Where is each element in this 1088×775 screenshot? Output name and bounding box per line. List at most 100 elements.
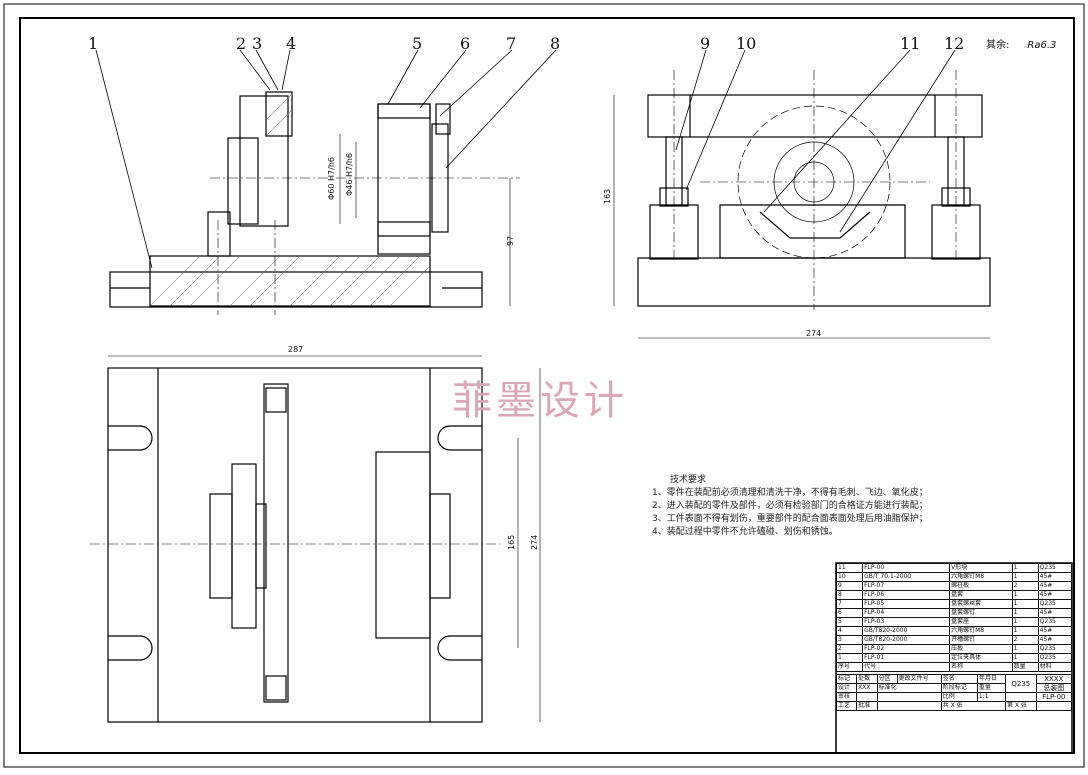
bom-cell-no: 3: [835, 635, 864, 645]
callout-7: 7: [506, 34, 517, 53]
tb-drawing-name: 总装图: [1035, 683, 1073, 693]
plan-base: [107, 367, 483, 723]
tb-review-label: 审核: [835, 692, 858, 702]
bom-cell-qty: 2: [1011, 635, 1039, 645]
slot-br: [437, 635, 482, 661]
tb-zone-label: 分区: [876, 674, 898, 684]
bom-header-row: 序号代号名称数量材料: [835, 662, 1073, 672]
bom-cell-name: 盘套座: [949, 617, 1013, 627]
tb-approve-label: 批准: [856, 701, 878, 711]
bom-cell-no: 2: [835, 644, 864, 654]
bom-cell-name: 开槽螺钉: [949, 635, 1013, 645]
bom-cell-code: FLP-05: [862, 599, 951, 609]
roughness-value: Ra6.3: [1027, 40, 1057, 51]
bom-cell-code: FLP-00: [862, 563, 951, 573]
bom-cell-qty: 1: [1011, 599, 1039, 609]
tb-sheet: 第 X 张: [1004, 701, 1037, 711]
bom-cell-code: FLP-07: [862, 581, 951, 591]
slot-bl: [108, 635, 153, 661]
callout-2: 2: [236, 34, 247, 53]
tech-item: 2、进入装配的零件及部件，必须有检验部门的合格证方能进行装配；: [652, 501, 928, 511]
bom-header-cell: 材料: [1037, 662, 1073, 672]
plan-view: [90, 355, 541, 723]
tb-drawing-no: FLP-00: [1035, 692, 1073, 702]
bom-cell-no: 9: [835, 581, 864, 591]
bom-cell-name: 螺柱板: [949, 581, 1013, 591]
bom-cell-code: GB/T820-2000: [862, 626, 951, 636]
bom-cell-qty: 1: [1011, 608, 1039, 618]
v-block: [719, 204, 906, 259]
tb-company: XXXX: [1035, 674, 1073, 684]
dim-front-height: 97: [506, 236, 515, 246]
tb-sheets: 共 X 张: [940, 701, 1006, 711]
bom-cell-name: 定位夹具体: [949, 653, 1013, 663]
callout-8: 8: [550, 34, 561, 53]
bom-cell-qty: 2: [1011, 581, 1039, 591]
bom-cell-qty: 1: [1011, 644, 1039, 654]
clamp-plate: [265, 91, 293, 137]
bom-header-cell: 名称: [949, 662, 1013, 672]
dim-plan-inner: 165: [507, 535, 516, 550]
tb-process-label: 工艺: [835, 701, 858, 711]
bom-cell-code: FLP-04: [862, 608, 951, 618]
dim-side-height: 163: [603, 189, 612, 204]
roughness-note: 其余:Ra6.3: [986, 36, 1056, 51]
outer-border: [3, 3, 1085, 768]
bom-header-cell: 序号: [835, 662, 864, 672]
bom-header-cell: 数量: [1011, 662, 1039, 672]
technical-requirements: 技术要求 1、零件在装配前必须清理和清洗干净，不得有毛刺、飞边、氧化皮； 2、进…: [652, 474, 928, 539]
bom-cell-no: 4: [835, 626, 864, 636]
bom-cell-code: FLP-03: [862, 617, 951, 627]
bom-cell-name: V形块: [949, 563, 1013, 573]
tb-scale: 1:1: [976, 692, 1006, 702]
bom-cell-mat: 45#: [1037, 626, 1073, 636]
bom-cell-name: 盘套螺钉: [949, 608, 1013, 618]
bom-cell-no: 1: [835, 653, 864, 663]
bom-cell-code: FLP-01: [862, 653, 951, 663]
tech-item: 1、零件在装配前必须清理和清洗干净，不得有毛刺、飞边、氧化皮；: [652, 488, 928, 498]
tb-count-label: 处数: [856, 674, 878, 684]
bom-cell-code: GB/T 70.1-2000: [862, 572, 951, 582]
tech-item: 4、装配过程中零件不允许磕碰、划伤和锈蚀。: [652, 527, 838, 537]
callout-11: 11: [900, 34, 921, 53]
bom-cell-mat: 45#: [1037, 635, 1073, 645]
callout-9: 9: [700, 34, 711, 53]
bom-cell-name: 盘套: [949, 590, 1013, 600]
bom-cell-mat: 45#: [1037, 590, 1073, 600]
top-bar: [647, 94, 983, 138]
callout-1: 1: [88, 34, 99, 53]
bom-cell-mat: 45#: [1037, 581, 1073, 591]
front-view: [95, 49, 557, 315]
bom-cell-mat: 45#: [1037, 572, 1073, 582]
bom-cell-qty: 1: [1011, 563, 1039, 573]
bom-cell-qty: 1: [1011, 653, 1039, 663]
bom-cell-no: 5: [835, 617, 864, 627]
bom-cell-mat: Q235: [1037, 644, 1073, 654]
bom-cell-mat: Q235: [1037, 653, 1073, 663]
inner-border: [19, 17, 1075, 754]
bom-cell-mat: Q235: [1037, 599, 1073, 609]
bom-cell-qty: 1: [1011, 572, 1039, 582]
dim-plan-width: 287: [288, 345, 303, 354]
front-hatching: [149, 93, 431, 307]
bom-cell-name: 六角螺钉M8: [949, 626, 1013, 636]
dim-bore-1: Φ60 H7/h6: [327, 157, 336, 200]
tb-change-label: 更改文件号: [896, 674, 942, 684]
plan-sleeve: [375, 451, 431, 639]
tech-title: 技术要求: [670, 475, 707, 485]
callout-5: 5: [412, 34, 423, 53]
bom-cell-no: 8: [835, 590, 864, 600]
bom-cell-no: 6: [835, 608, 864, 618]
callout-12: 12: [944, 34, 965, 53]
bom-cell-code: GB/T820-2000: [862, 635, 951, 645]
bom-cell-mat: 45#: [1037, 608, 1073, 618]
callout-4: 4: [286, 34, 297, 53]
